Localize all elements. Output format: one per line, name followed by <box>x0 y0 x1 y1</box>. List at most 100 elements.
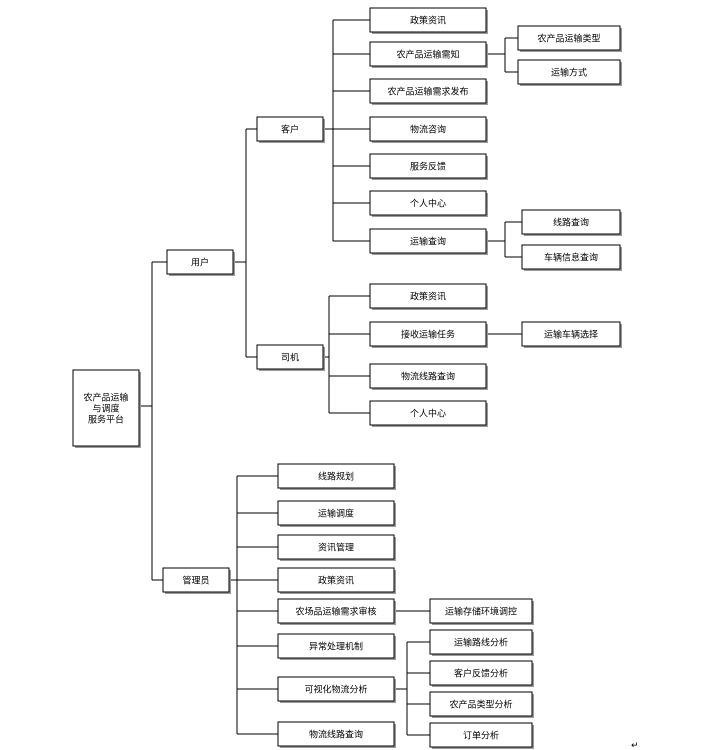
notice-child-mode-frame <box>517 59 621 85</box>
connector-lines <box>139 19 522 736</box>
admin-item-audit: 农场品运输需求审核 <box>277 598 396 625</box>
analysis-child-route-label: 运输路线分析 <box>454 637 508 649</box>
admin-item-analysis-label: 可视化物流分析 <box>304 684 367 696</box>
audit-child-env-label: 运输存储环境调控 <box>445 606 517 618</box>
driver-node-label: 司机 <box>281 352 299 364</box>
analysis-child-route-frame <box>429 629 533 655</box>
admin-node-label: 管理员 <box>182 575 209 587</box>
admin-item-policy-label: 政策资讯 <box>318 575 354 587</box>
analysis-child-order: 订单分析 <box>429 722 534 749</box>
analysis-child-type: 农产品类型分析 <box>429 691 534 718</box>
analysis-child-order-label: 订单分析 <box>463 730 499 742</box>
notice-child-mode-label: 运输方式 <box>551 67 587 79</box>
admin-item-route-query-label: 物流线路查询 <box>309 729 363 741</box>
admin-item-route-plan-frame <box>277 463 395 489</box>
task-child-vehicle: 运输车辆选择 <box>521 321 622 348</box>
admin-item-news-label: 资讯管理 <box>318 542 354 554</box>
customer-node-label: 客户 <box>281 124 299 136</box>
customer-item-profile: 个人中心 <box>369 190 488 217</box>
customer-item-query-frame <box>369 228 487 254</box>
notice-child-type-frame <box>517 25 621 51</box>
driver-item-task-frame <box>369 321 487 347</box>
admin-item-exception-label: 异常处理机制 <box>309 641 363 653</box>
admin-item-route-plan: 线路规划 <box>277 463 396 490</box>
driver-item-policy: 政策资讯 <box>369 283 488 310</box>
driver-item-route-label: 物流线路查询 <box>401 371 455 383</box>
customer-item-query-label: 运输查询 <box>410 236 446 248</box>
query-child-vehicle-label: 车辆信息查询 <box>544 252 598 264</box>
driver-node-frame <box>256 344 324 370</box>
root-node-line: 服务平台 <box>88 414 124 426</box>
analysis-child-type-frame <box>429 691 533 717</box>
admin-item-audit-frame <box>277 598 395 624</box>
driver-item-profile-frame <box>369 400 487 426</box>
admin-item-dispatch-label: 运输调度 <box>318 508 354 520</box>
customer-item-notice-frame <box>369 41 487 67</box>
query-child-route: 线路查询 <box>521 209 622 236</box>
user-node-frame <box>166 249 234 275</box>
driver-item-route-frame <box>369 363 487 389</box>
customer-item-profile-label: 个人中心 <box>410 198 446 210</box>
customer-item-policy-frame <box>369 7 487 33</box>
notice-child-type: 农产品运输类型 <box>517 25 622 52</box>
task-child-vehicle-label: 运输车辆选择 <box>544 329 598 341</box>
notice-child-mode: 运输方式 <box>517 59 622 86</box>
audit-child-env: 运输存储环境调控 <box>429 598 534 625</box>
analysis-child-feedback-frame <box>429 660 533 686</box>
driver-item-profile-label: 个人中心 <box>410 408 446 420</box>
customer-item-publish-frame <box>369 78 487 104</box>
admin-node: 管理员 <box>162 567 231 594</box>
analysis-child-order-frame <box>429 722 533 748</box>
admin-item-news: 资讯管理 <box>277 534 396 561</box>
customer-item-feedback-label: 服务反馈 <box>410 161 446 173</box>
driver-item-task: 接收运输任务 <box>369 321 488 348</box>
admin-item-route-query: 物流线路查询 <box>277 721 396 748</box>
admin-item-route-query-frame <box>277 721 395 747</box>
paragraph-mark: ↵ <box>631 741 639 750</box>
analysis-child-type-label: 农产品类型分析 <box>449 699 512 711</box>
root-node-frame <box>72 369 140 447</box>
driver-item-task-label: 接收运输任务 <box>401 329 455 341</box>
admin-item-exception-frame <box>277 633 395 659</box>
driver-item-policy-frame <box>369 283 487 309</box>
customer-item-profile-frame <box>369 190 487 216</box>
customer-node: 客户 <box>256 116 325 143</box>
audit-child-env-frame <box>429 598 533 624</box>
root-node-line: 与调度 <box>92 403 119 415</box>
admin-node-frame <box>162 567 230 593</box>
customer-item-notice: 农产品运输需知 <box>369 41 488 68</box>
customer-item-policy-label: 政策资讯 <box>410 15 446 27</box>
admin-item-analysis-frame <box>277 676 395 702</box>
analysis-child-feedback: 客户反馈分析 <box>429 660 534 687</box>
admin-item-dispatch: 运输调度 <box>277 500 396 527</box>
admin-item-audit-label: 农场品运输需求审核 <box>295 606 376 618</box>
customer-item-publish-label: 农产品运输需求发布 <box>387 86 468 98</box>
customer-item-publish: 农产品运输需求发布 <box>369 78 488 105</box>
admin-item-dispatch-frame <box>277 500 395 526</box>
customer-item-policy: 政策资讯 <box>369 7 488 34</box>
query-child-route-frame <box>521 209 621 235</box>
user-node-label: 用户 <box>191 257 209 269</box>
admin-item-news-frame <box>277 534 395 560</box>
customer-item-notice-label: 农产品运输需知 <box>396 49 459 61</box>
user-node: 用户 <box>166 249 235 276</box>
customer-item-query: 运输查询 <box>369 228 488 255</box>
diagram-nodes: 农产品运输与调度服务平台用户管理员客户司机政策资讯农产品运输需知农产品运输需求发… <box>72 7 622 749</box>
query-child-vehicle: 车辆信息查询 <box>521 244 622 271</box>
customer-node-frame <box>256 116 324 142</box>
customer-item-consult: 物流咨询 <box>369 116 488 143</box>
customer-item-consult-label: 物流咨询 <box>410 124 446 136</box>
task-child-vehicle-frame <box>521 321 621 347</box>
driver-item-route: 物流线路查询 <box>369 363 488 390</box>
query-child-vehicle-frame <box>521 244 621 270</box>
admin-item-policy-frame <box>277 567 395 593</box>
notice-child-type-label: 农产品运输类型 <box>537 33 600 45</box>
driver-item-policy-label: 政策资讯 <box>410 291 446 303</box>
query-child-route-label: 线路查询 <box>553 217 589 229</box>
analysis-child-route: 运输路线分析 <box>429 629 534 656</box>
root-node-line: 农产品运输 <box>83 392 128 404</box>
admin-item-policy: 政策资讯 <box>277 567 396 594</box>
admin-item-analysis: 可视化物流分析 <box>277 676 396 703</box>
